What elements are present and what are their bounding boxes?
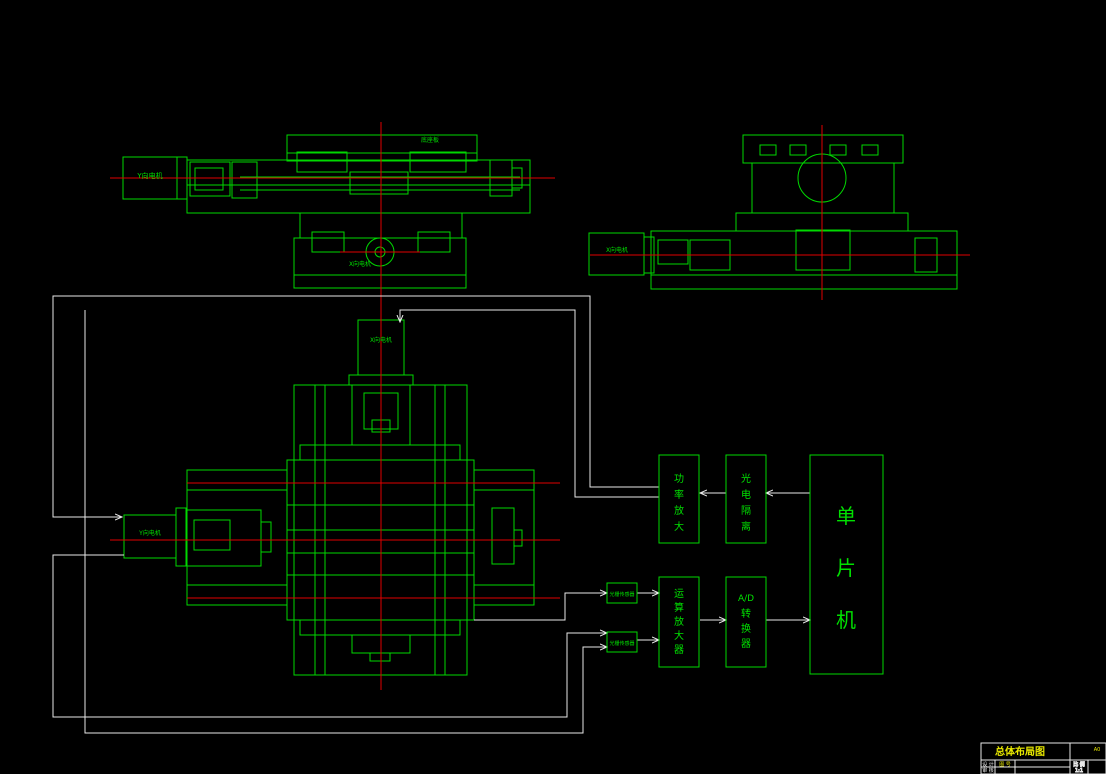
- title-block-title: 总体布局图: [995, 745, 1045, 758]
- power-amp-box: [658, 454, 700, 544]
- op-amp-char-2: 放: [674, 615, 684, 628]
- title-block-cell-2: 设 计: [982, 761, 994, 768]
- top-left-front-view: Y向电机 底座板 X向电机: [110, 122, 555, 300]
- power-amp-char-2: 放: [674, 504, 684, 517]
- title-block-sheet: A0: [1094, 747, 1101, 753]
- title-block: 总体布局图 A0 比 例 1:1 设 计 审 核 图 号: [980, 742, 1106, 774]
- y-motor-top-label: Y向电机: [136, 171, 162, 180]
- mcu-char-0: 单: [836, 504, 856, 528]
- ad-converter-box: [725, 576, 767, 668]
- mcu-box: [809, 454, 884, 675]
- op-amp-char-1: 算: [674, 601, 684, 614]
- opto-isolation-box: [725, 454, 767, 544]
- power-amp-char-0: 功: [674, 473, 684, 485]
- wiring-lines: [52, 295, 810, 734]
- top-plate-label: 底座板: [421, 136, 439, 144]
- mcu-char-1: 片: [836, 556, 856, 580]
- title-block-cell-1: 1:1: [1075, 768, 1083, 774]
- sensor-1-box: [606, 582, 638, 604]
- power-amp-char-3: 大: [674, 520, 684, 533]
- power-amp-char-1: 率: [674, 488, 684, 501]
- x-motor-bottom-top-label: X向电机: [349, 260, 371, 268]
- x-motor-center-label: X向电机: [370, 336, 392, 344]
- title-block-cell-4: 图 号: [999, 762, 1011, 768]
- sensor-1-label: 光栅传感器: [609, 591, 634, 598]
- title-block-cell-0: 比 例: [1073, 761, 1085, 768]
- ad-char-3: 器: [741, 638, 751, 650]
- op-amp-char-3: 大: [674, 629, 684, 642]
- ad-char-1: 转: [741, 607, 751, 620]
- op-amp-char-0: 运: [674, 588, 684, 600]
- opto-char-1: 电: [741, 488, 751, 501]
- ad-char-2: 换: [741, 622, 751, 635]
- y-motor-left-label: Y向电机: [138, 529, 161, 537]
- x-motor-right-label: X向电机: [606, 246, 628, 254]
- opto-char-2: 隔: [741, 505, 751, 517]
- sensor-2-box: [606, 631, 638, 653]
- opto-char-0: 光: [741, 472, 751, 485]
- opto-char-3: 离: [741, 520, 751, 533]
- op-amp-box: [658, 576, 700, 668]
- sensor-2-label: 光栅传感器: [609, 640, 634, 647]
- top-right-side-view: X向电机: [588, 125, 970, 300]
- block-diagram: 光栅传感器 光栅传感器 功 率 放 大 光 电 隔 离 单 片 机 运 算 放 …: [606, 454, 884, 675]
- mcu-char-2: 机: [836, 608, 856, 632]
- main-plan-view: X向电机 Y向电机: [110, 300, 560, 690]
- ad-char-0: A/D: [738, 594, 754, 604]
- title-block-cell-3: 审 核: [982, 767, 994, 774]
- op-amp-char-4: 器: [674, 644, 684, 656]
